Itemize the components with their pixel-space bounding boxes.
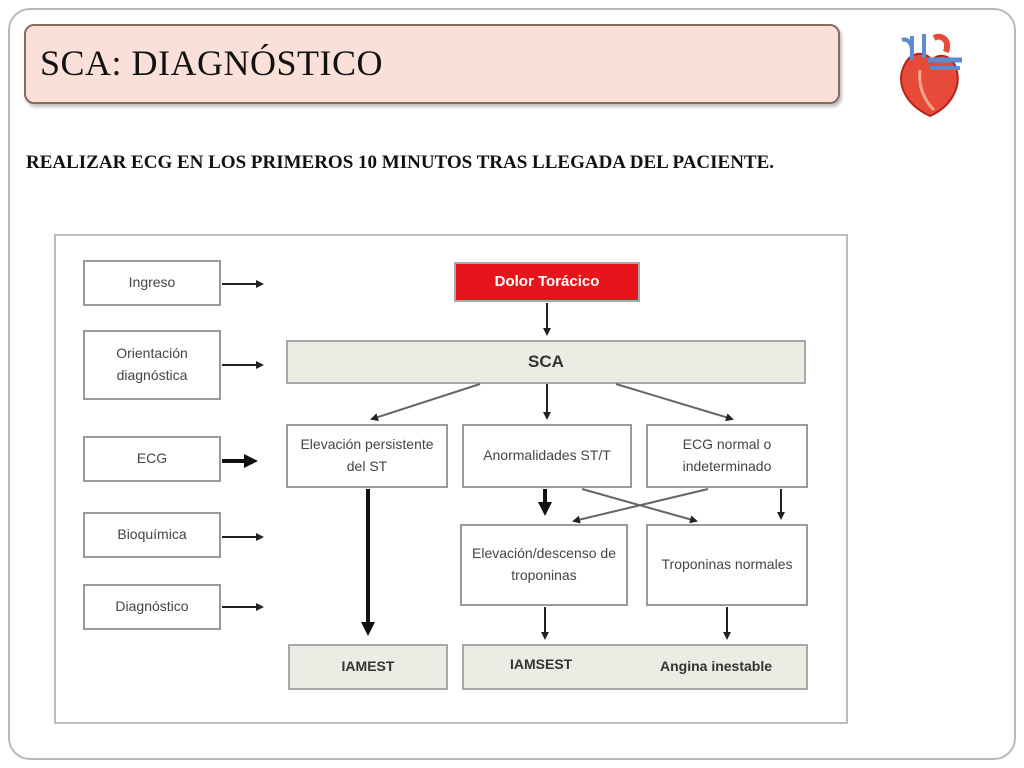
diagnosis-angina-inestable: Angina inestable (660, 658, 773, 674)
subtitle-ecg-instruction: REALIZAR ECG EN LOS PRIMEROS 10 MINUTOS … (26, 152, 775, 173)
title-box: SCA: DIAGNÓSTICO (24, 24, 840, 104)
ecg-elevacion-st-box: Elevación persistente del ST (286, 424, 448, 488)
troponinas-elevacion-box: Elevación/descenso de troponinas (460, 524, 628, 606)
stage-diagnostico: Diagnóstico (83, 584, 221, 630)
stage-ecg: ECG (83, 436, 221, 482)
stage-orientacion: Orientación diagnóstica (83, 330, 221, 400)
ecg-anormalidades-box: Anormalidades ST/T (462, 424, 632, 488)
troponinas-normales-box: Troponinas normales (646, 524, 808, 606)
ecg-normal-box: ECG normal o indeterminado (646, 424, 808, 488)
stage-bioquimica: Bioquímica (83, 512, 221, 558)
dolor-toracico-box: Dolor Torácico (454, 262, 640, 302)
diagnosis-group-box (462, 644, 808, 690)
heart-anatomical-icon (900, 33, 962, 118)
sca-box: SCA (286, 340, 806, 384)
diagnosis-iamsest: IAMSEST (510, 656, 573, 672)
diagnosis-iamest: IAMEST (288, 644, 448, 690)
slide-title: SCA: DIAGNÓSTICO (40, 43, 384, 83)
stage-ingreso: Ingreso (83, 260, 221, 306)
